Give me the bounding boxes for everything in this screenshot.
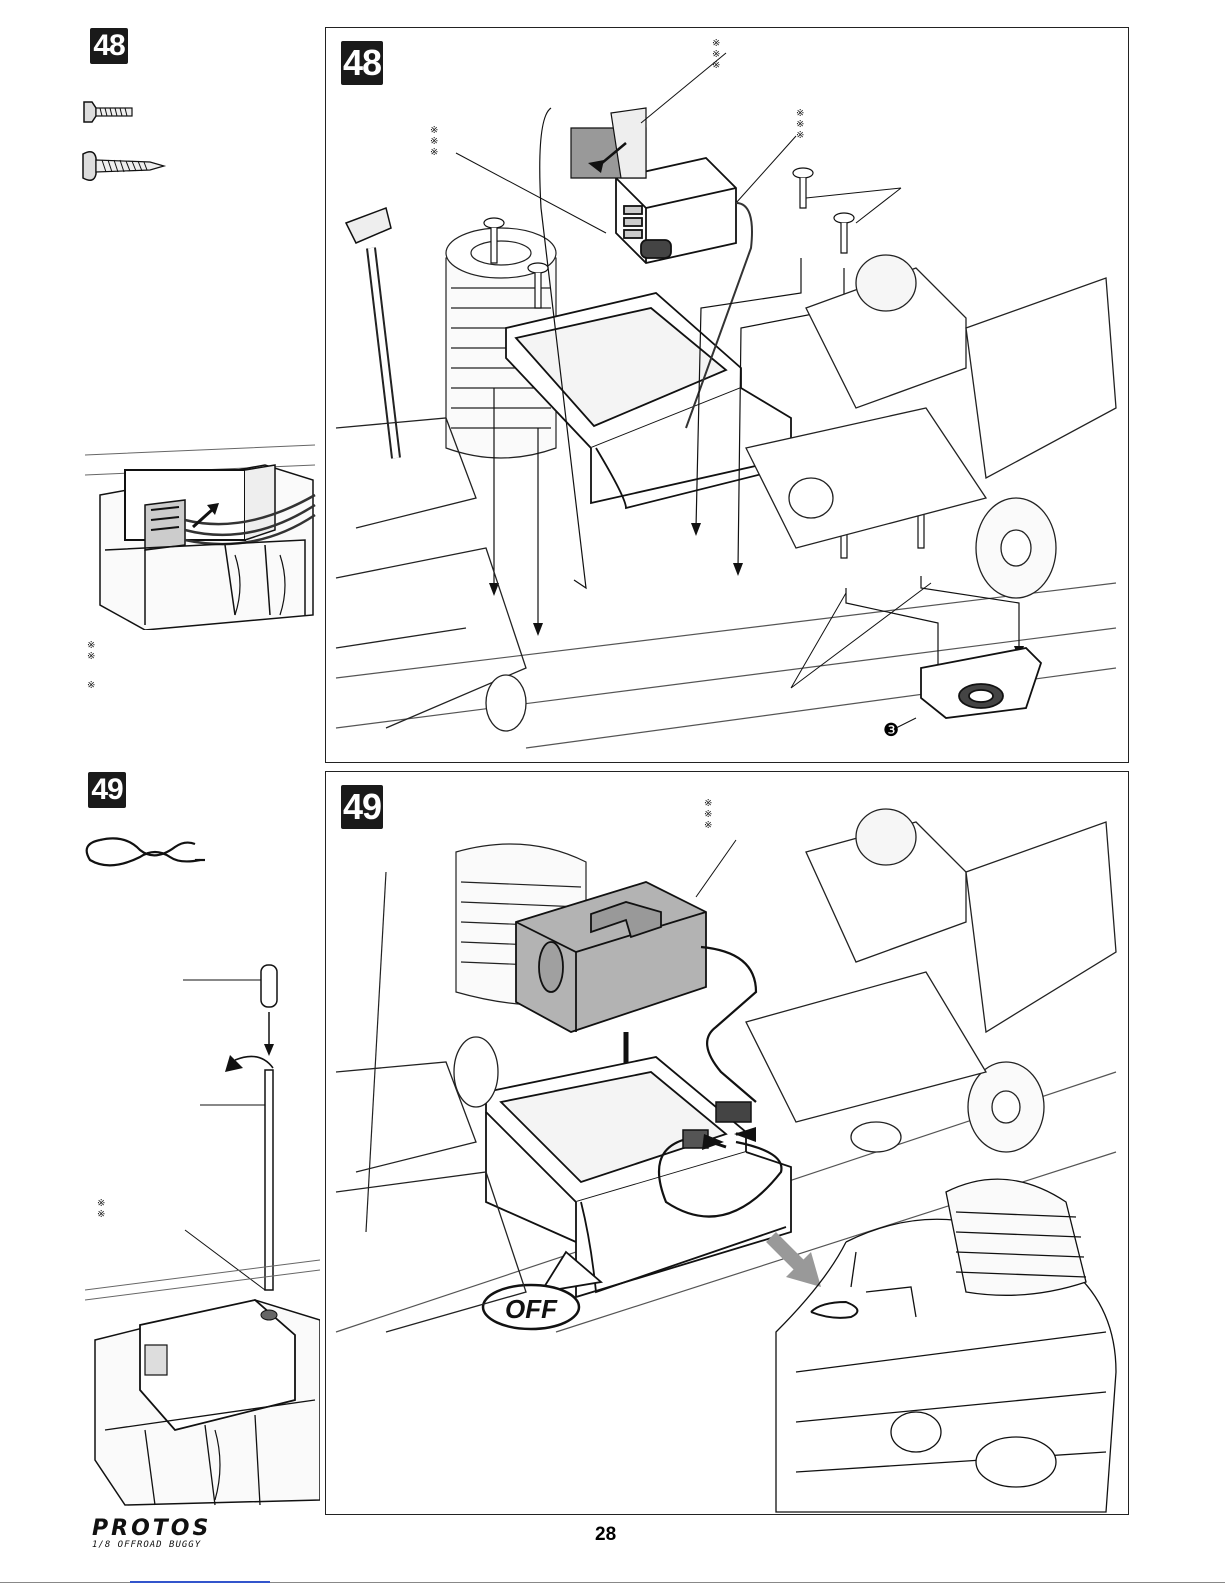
step-49-illustration-panel: 49 ※ ※ ※ <box>325 771 1129 1515</box>
step-48-illustration-panel: 48 ※ ※ ※ ※ ※ ※ ※ ※ ※ <box>325 27 1129 763</box>
step-48-note-markers: ※ ※ <box>87 640 95 662</box>
step-48-note-marker-single: ※ <box>87 680 95 691</box>
brand-logo: PROTOS 1/8 OFFROAD BUGGY <box>92 1518 211 1550</box>
tapping-screw-icon <box>80 150 170 182</box>
step-49-note-markers: ※ ※ <box>97 1198 105 1220</box>
part-number-3: ❸ <box>883 720 899 741</box>
switch-off-label: OFF <box>505 1294 558 1324</box>
step-49-badge: 49 <box>88 772 126 808</box>
receiver-installation-drawing <box>326 28 1128 762</box>
battery-installation-drawing: OFF <box>326 772 1128 1514</box>
receiver-connector-detail <box>85 435 317 630</box>
body-clip-icon <box>80 832 210 877</box>
antenna-cap-assembly <box>85 960 320 1510</box>
countersunk-screw-icon <box>80 100 140 124</box>
page-number: 28 <box>595 1524 616 1546</box>
bottom-link-underline[interactable] <box>130 1581 270 1583</box>
brand-name: PROTOS <box>92 1518 211 1540</box>
brand-subtitle: 1/8 OFFROAD BUGGY <box>92 1540 211 1550</box>
step-48-badge: 48 <box>90 28 128 64</box>
